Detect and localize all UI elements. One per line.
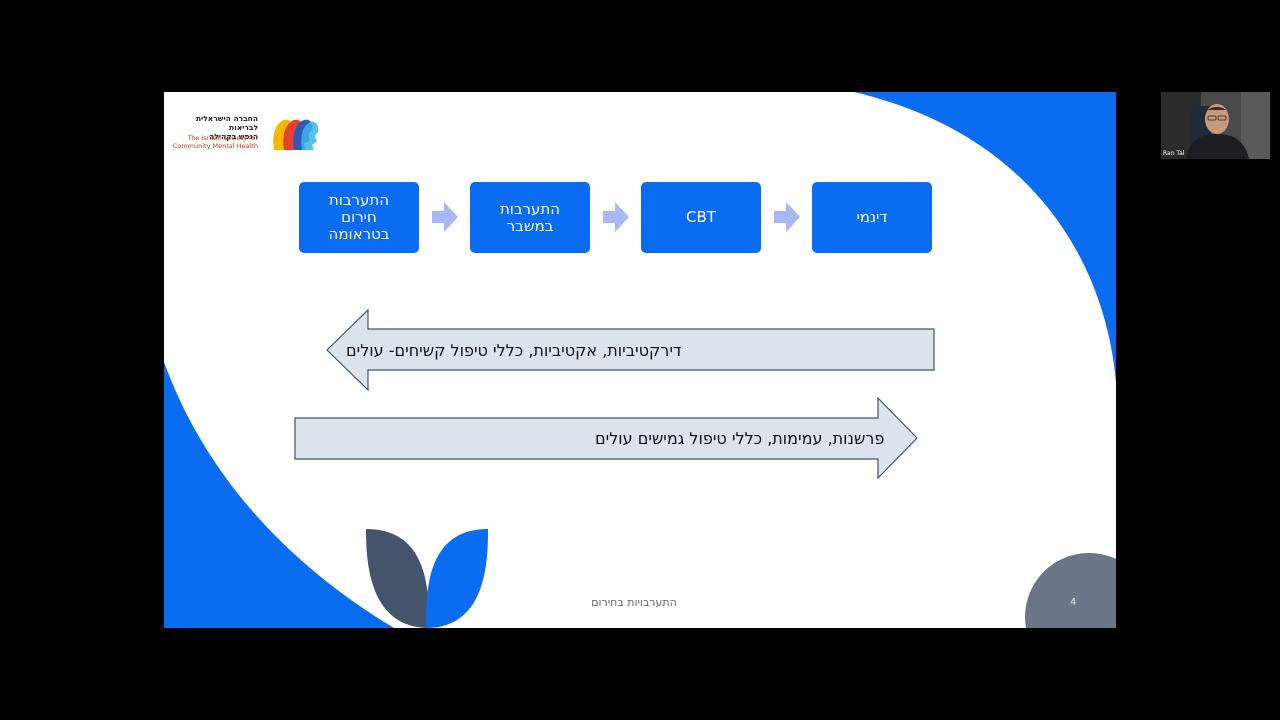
- chevron-right-icon: [774, 202, 800, 232]
- society-logo: החברה הישראלית לבריאות הנפש בקהילה The I…: [172, 114, 320, 152]
- logo-english-line2: Community Mental Health: [172, 142, 258, 150]
- heads-logo-icon: [273, 119, 319, 150]
- chevron-right-icon: [603, 202, 629, 232]
- step-dynamic: דינמי: [812, 182, 932, 253]
- page-circle: [1025, 553, 1116, 628]
- logo-english-line1: The Israeli Society for: [187, 134, 258, 142]
- left-arrow-text: דירקטיביות, אקטיביות, כללי טיפול קשיחים-…: [346, 341, 682, 360]
- step-crisis-intervention: התערבות במשבר: [470, 182, 590, 253]
- step-trauma-emergency-intervention: התערבות חירום בטראומה: [299, 182, 419, 253]
- blue-leaf-icon: [426, 529, 488, 628]
- left-arrow-shape: [326, 309, 935, 391]
- blue-bottom-left-shape: [164, 362, 394, 628]
- participant-video: [1161, 92, 1270, 159]
- logo-hebrew-line1: החברה הישראלית לבריאות: [195, 114, 258, 132]
- slide-page-number: 4: [1070, 597, 1077, 608]
- logo-hebrew-line2: הנפש בקהילה: [209, 132, 258, 141]
- blue-top-right-shape: [854, 92, 1116, 382]
- slide-footer-title: התערבויות בחירום: [591, 596, 677, 609]
- dark-leaf-icon: [366, 529, 429, 628]
- participant-name: Ran Tal: [1163, 150, 1185, 157]
- right-arrow-shape: [294, 397, 918, 479]
- right-arrow-text: פרשנות, עמימות, כללי טיפול גמישים עולים: [595, 429, 885, 448]
- chevron-right-icon: [432, 202, 458, 232]
- step-cbt: CBT: [641, 182, 761, 253]
- slide: החברה הישראלית לבריאות הנפש בקהילה The I…: [164, 92, 1116, 628]
- slide-background-shapes: [164, 92, 1116, 628]
- webcam-thumbnail[interactable]: Ran Tal: [1161, 92, 1270, 159]
